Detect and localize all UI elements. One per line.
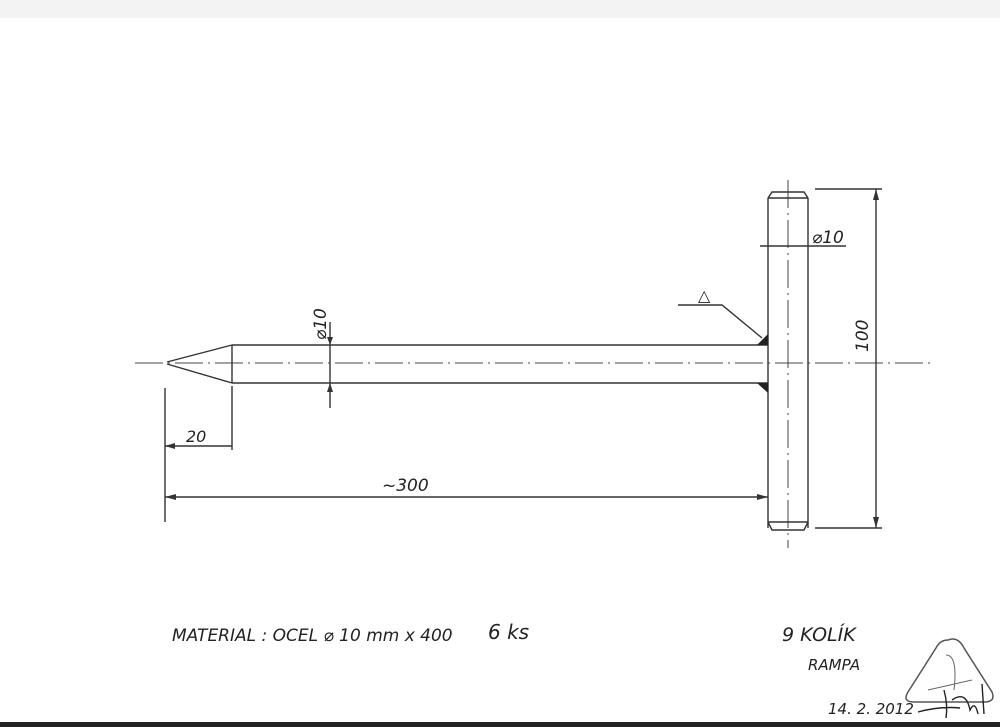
dim-tip-length <box>164 386 233 522</box>
weld-symbol: △ <box>698 286 711 305</box>
assembly-name: RAMPA <box>808 656 860 674</box>
weld-leader <box>678 304 763 339</box>
rod-diameter-label: ⌀10 <box>311 308 331 340</box>
stamp <box>905 638 994 703</box>
dim-rod-diameter <box>327 322 333 408</box>
material-note: MATERIAL : OCEL ⌀ 10 mm x 400 <box>172 626 453 646</box>
tip-length-label: 20 <box>186 427 206 446</box>
part-name: 9 KOLÍK <box>782 623 857 646</box>
cross-diameter-label: ⌀10 <box>812 228 844 248</box>
scan-edge-top <box>0 0 1000 18</box>
overall-length-label: ~300 <box>382 476 429 496</box>
signature <box>917 683 985 719</box>
dim-overall-length <box>165 494 768 500</box>
date: 14. 2. 2012 <box>828 700 914 718</box>
dim-cross-length <box>815 188 882 529</box>
cross-bar <box>767 191 809 531</box>
weld-bottom <box>757 383 768 393</box>
rod <box>166 344 768 384</box>
scan-edge-bottom <box>0 722 1000 727</box>
weld-top <box>757 334 768 345</box>
cross-length-label: 100 <box>853 320 873 352</box>
quantity-note: 6 ks <box>488 620 529 644</box>
